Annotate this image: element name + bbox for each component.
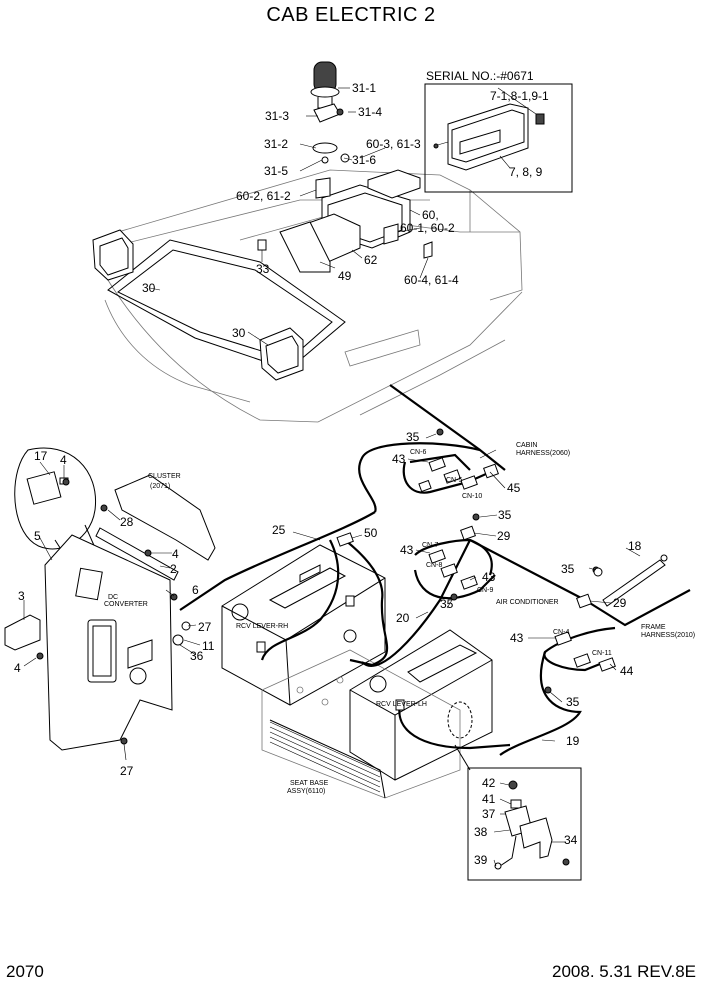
callout-5: 5 [34,529,41,543]
cn-4-label: CN-4 [553,629,569,636]
cn-6-label: CN-6 [410,449,426,456]
callout-labels: 31-1 31-3 31-4 31-2 31-5 31-6 60-3, 61-3… [14,81,642,867]
callout-31-3: 31-3 [265,109,289,123]
callout-41: 41 [482,792,496,806]
callout-30-a: 30 [142,281,156,295]
callout-2: 2 [170,562,177,576]
left-console-panel [4,447,216,751]
callout-43-b: 43 [400,543,414,557]
seat-base-grille [269,721,381,793]
callout-3: 3 [18,589,25,603]
callout-4-c: 4 [14,661,21,675]
callout-31-4: 31-4 [358,105,382,119]
callout-35-e: 35 [566,695,580,709]
callout-4-b: 4 [172,547,179,561]
callout-6: 6 [192,583,199,597]
cabin-harness-ref: HARNESS(2060) [516,450,570,457]
callout-50: 50 [364,526,378,540]
callout-33: 33 [256,262,270,276]
page-title: CAB ELECTRIC 2 [266,4,436,26]
callout-49: 49 [338,269,352,283]
callout-39: 39 [474,853,488,867]
annotation-labels: CLUSTER (2071) CABIN HARNESS(2060) FRAME… [104,442,695,795]
harness-connectors [256,428,616,711]
callout-60-4: 60-4, 61-4 [404,273,459,287]
callout-28: 28 [120,515,134,529]
callout-60: 60, [422,208,439,222]
callout-27-a: 27 [198,620,212,634]
rcv-lever-rh-label: RCV LEVER-RH [236,623,288,630]
horn-detail-box [454,744,582,881]
revision-date: 2008. 5.31 REV.8E [552,962,696,981]
leader-lines [23,87,641,867]
serial-labels: SERIAL NO.:-#0671 7-1,8-1,9-1 7, 8, 9 [426,69,549,179]
frame-harness-ref: HARNESS(2010) [641,632,695,639]
dc-converter-label-2: CONVERTER [104,601,148,608]
callout-35-d: 35 [561,562,575,576]
callout-34: 34 [564,833,578,847]
callout-27-b: 27 [120,764,134,778]
air-conditioner-label: AIR CONDITIONER [496,599,559,606]
cn-11-label: CN-11 [592,650,612,657]
callout-36: 36 [190,649,204,663]
callout-37: 37 [482,807,496,821]
callout-30-b: 30 [232,326,246,340]
callout-45: 45 [507,481,521,495]
callout-19: 19 [566,734,580,748]
page-number: 2070 [6,962,44,981]
callout-43-d: 43 [510,631,524,645]
callout-29-b: 29 [613,596,627,610]
callout-38: 38 [474,825,488,839]
cn-9-label: CN-9 [477,587,493,594]
cn-5-label: CN-5 [446,477,462,484]
roof-radio-speakers [257,169,433,273]
callout-42: 42 [482,776,496,790]
cn-7-label: CN-7 [422,542,438,549]
callout-43-c: 43 [482,570,496,584]
cab-roof [92,169,523,423]
callout-18: 18 [628,539,642,553]
dc-converter-label-1: DC [108,594,118,601]
callout-60-2: 60-2, 61-2 [236,189,291,203]
callout-43-a: 43 [392,452,406,466]
callout-20: 20 [396,611,410,625]
callout-44: 44 [620,664,634,678]
callout-35-b: 35 [498,508,512,522]
callout-35-c: 35 [440,597,454,611]
seat-base-ref: ASSY(6110) [287,788,325,795]
cn-10-label: CN-10 [462,493,482,500]
callout-7-8-9: 7, 8, 9 [509,165,543,179]
callout-25: 25 [272,523,286,537]
seat-base-label: SEAT BASE [290,780,329,787]
callout-31-2: 31-2 [264,137,288,151]
beacon-lamp [310,61,350,164]
rcv-lever-lh-label: RCV LEVER-LH [376,701,427,708]
callout-4-a: 4 [60,453,67,467]
callout-31-5: 31-5 [264,164,288,178]
callout-60-3: 60-3, 61-3 [366,137,421,151]
callout-62: 62 [364,253,378,267]
cluster-ref: (2071) [150,483,170,490]
cabin-harness-label: CABIN [516,442,537,449]
serial-number-box [424,83,573,193]
serial-number-header: SERIAL NO.:-#0671 [426,69,534,83]
callout-11: 11 [202,639,215,653]
callout-29-a: 29 [497,529,511,543]
callout-7-1: 7-1,8-1,9-1 [490,89,549,103]
frame-harness-label: FRAME [641,624,666,631]
callout-60-1: 60-1, 60-2 [400,221,455,235]
wiring-harness [179,384,691,756]
seat-consoles [221,544,493,799]
cluster-label: CLUSTER [148,473,181,480]
callout-35-a: 35 [406,430,420,444]
callout-31-6: 31-6 [352,153,376,167]
callout-31-1: 31-1 [352,81,376,95]
callout-17: 17 [34,449,48,463]
cn-8-label: CN-8 [426,562,442,569]
